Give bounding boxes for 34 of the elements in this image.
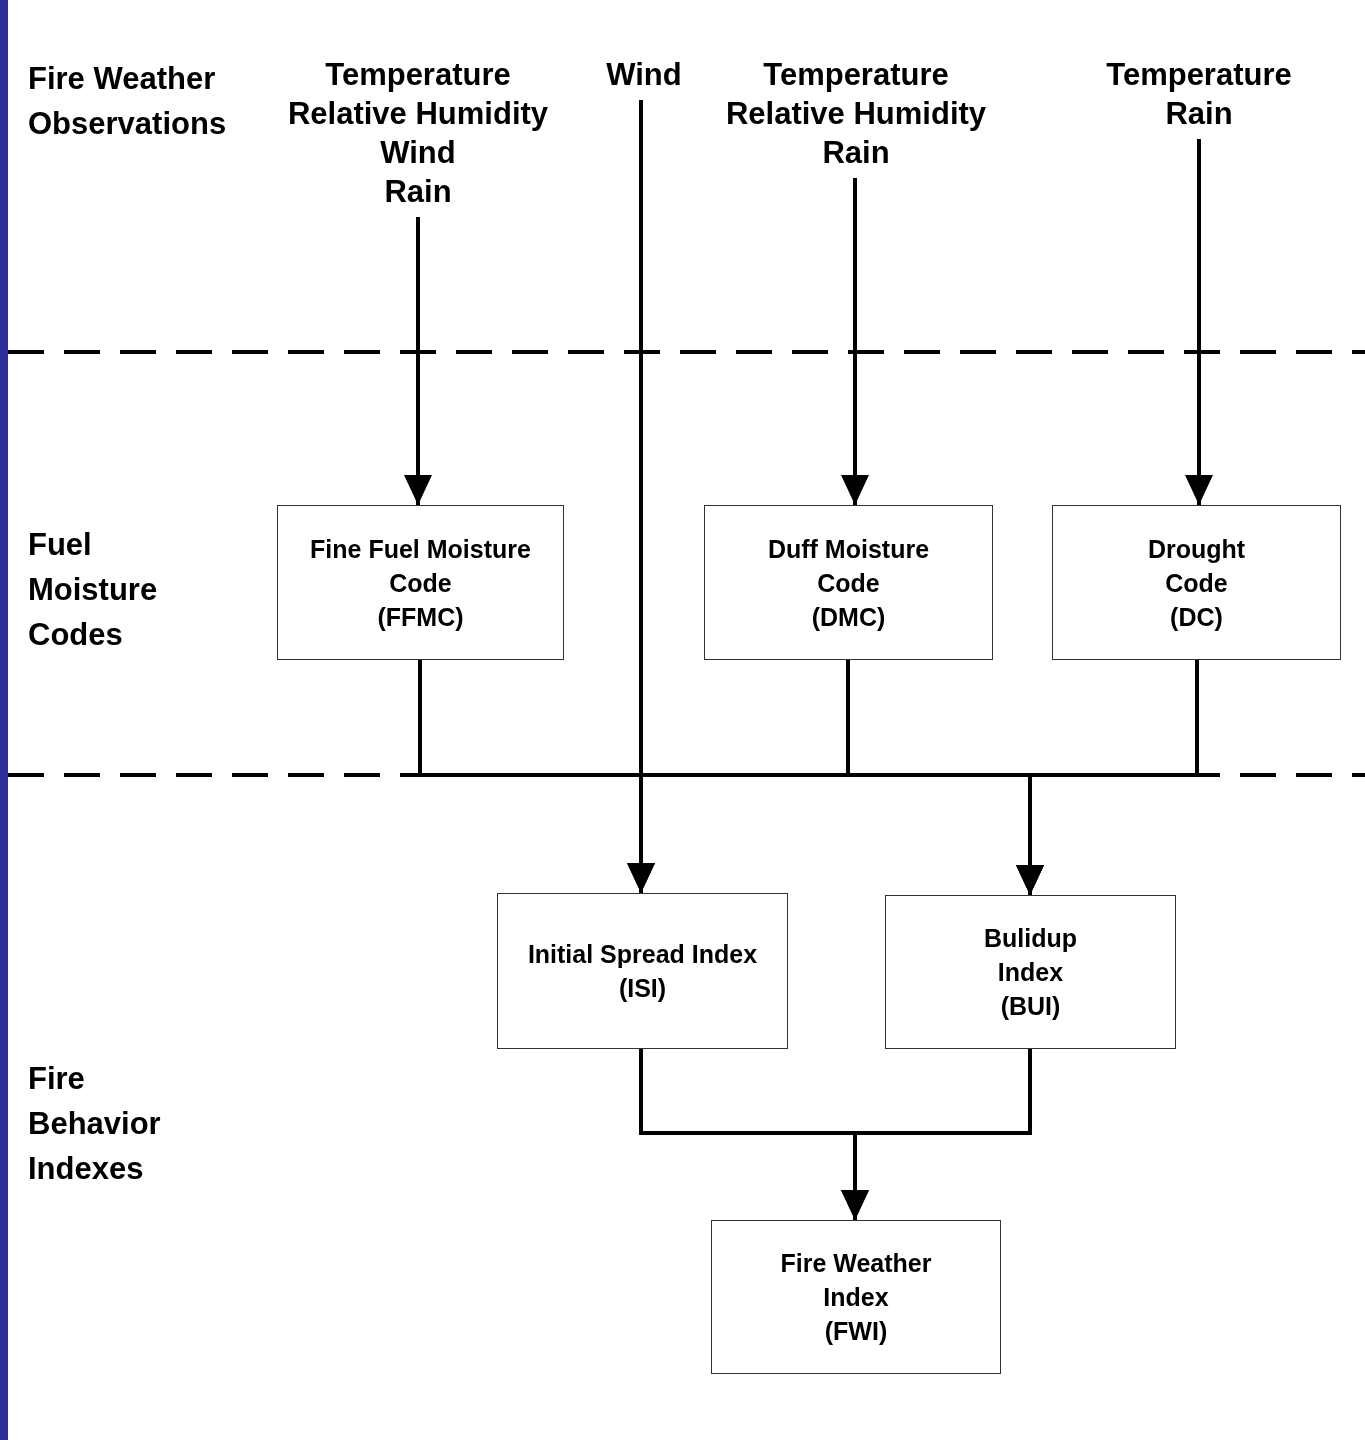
observation-text: Relative Humidity xyxy=(725,95,987,133)
observation-text: Wind xyxy=(380,134,456,172)
observation-text: Relative Humidity xyxy=(287,95,549,133)
observation-text: Temperature xyxy=(325,56,511,94)
box-text: Fire Weather Index xyxy=(779,1248,933,1313)
arrow xyxy=(841,178,869,505)
observation-text: Rain xyxy=(822,134,890,172)
process-box xyxy=(497,893,788,1049)
process-box xyxy=(711,1220,1001,1374)
arrow xyxy=(1185,139,1213,505)
box-text: (ISI) xyxy=(617,973,668,1004)
arrow xyxy=(404,217,432,505)
process-box xyxy=(277,505,564,660)
box-text: Drought Code xyxy=(1146,533,1247,599)
observation-text: Wind xyxy=(606,56,682,94)
section-label: Fire Behavior Indexes xyxy=(28,1060,161,1188)
observation-text: Rain xyxy=(384,173,452,211)
observation-text: Temperature xyxy=(763,56,949,94)
box-text: Duff Moisture Code xyxy=(766,533,931,599)
box-text: Bulidup Index xyxy=(983,923,1078,988)
box-text: Initial Spread Index xyxy=(526,939,759,970)
box-text: (DC) xyxy=(1169,601,1224,633)
process-box xyxy=(885,895,1176,1049)
section-label: Fuel Moisture Codes xyxy=(28,526,158,654)
observation-text: Rain xyxy=(1165,95,1233,133)
box-text: (DMC) xyxy=(810,601,887,633)
section-label: Fire Weather Observations xyxy=(28,60,227,143)
box-text: (FFMC) xyxy=(376,601,465,633)
process-box xyxy=(1052,505,1341,660)
box-text: (BUI) xyxy=(999,991,1062,1022)
process-box xyxy=(704,505,993,660)
box-text: Fine Fuel Moisture Code xyxy=(309,533,532,599)
observation-text: Temperature xyxy=(1106,56,1292,94)
box-text: (FWI) xyxy=(823,1316,889,1347)
